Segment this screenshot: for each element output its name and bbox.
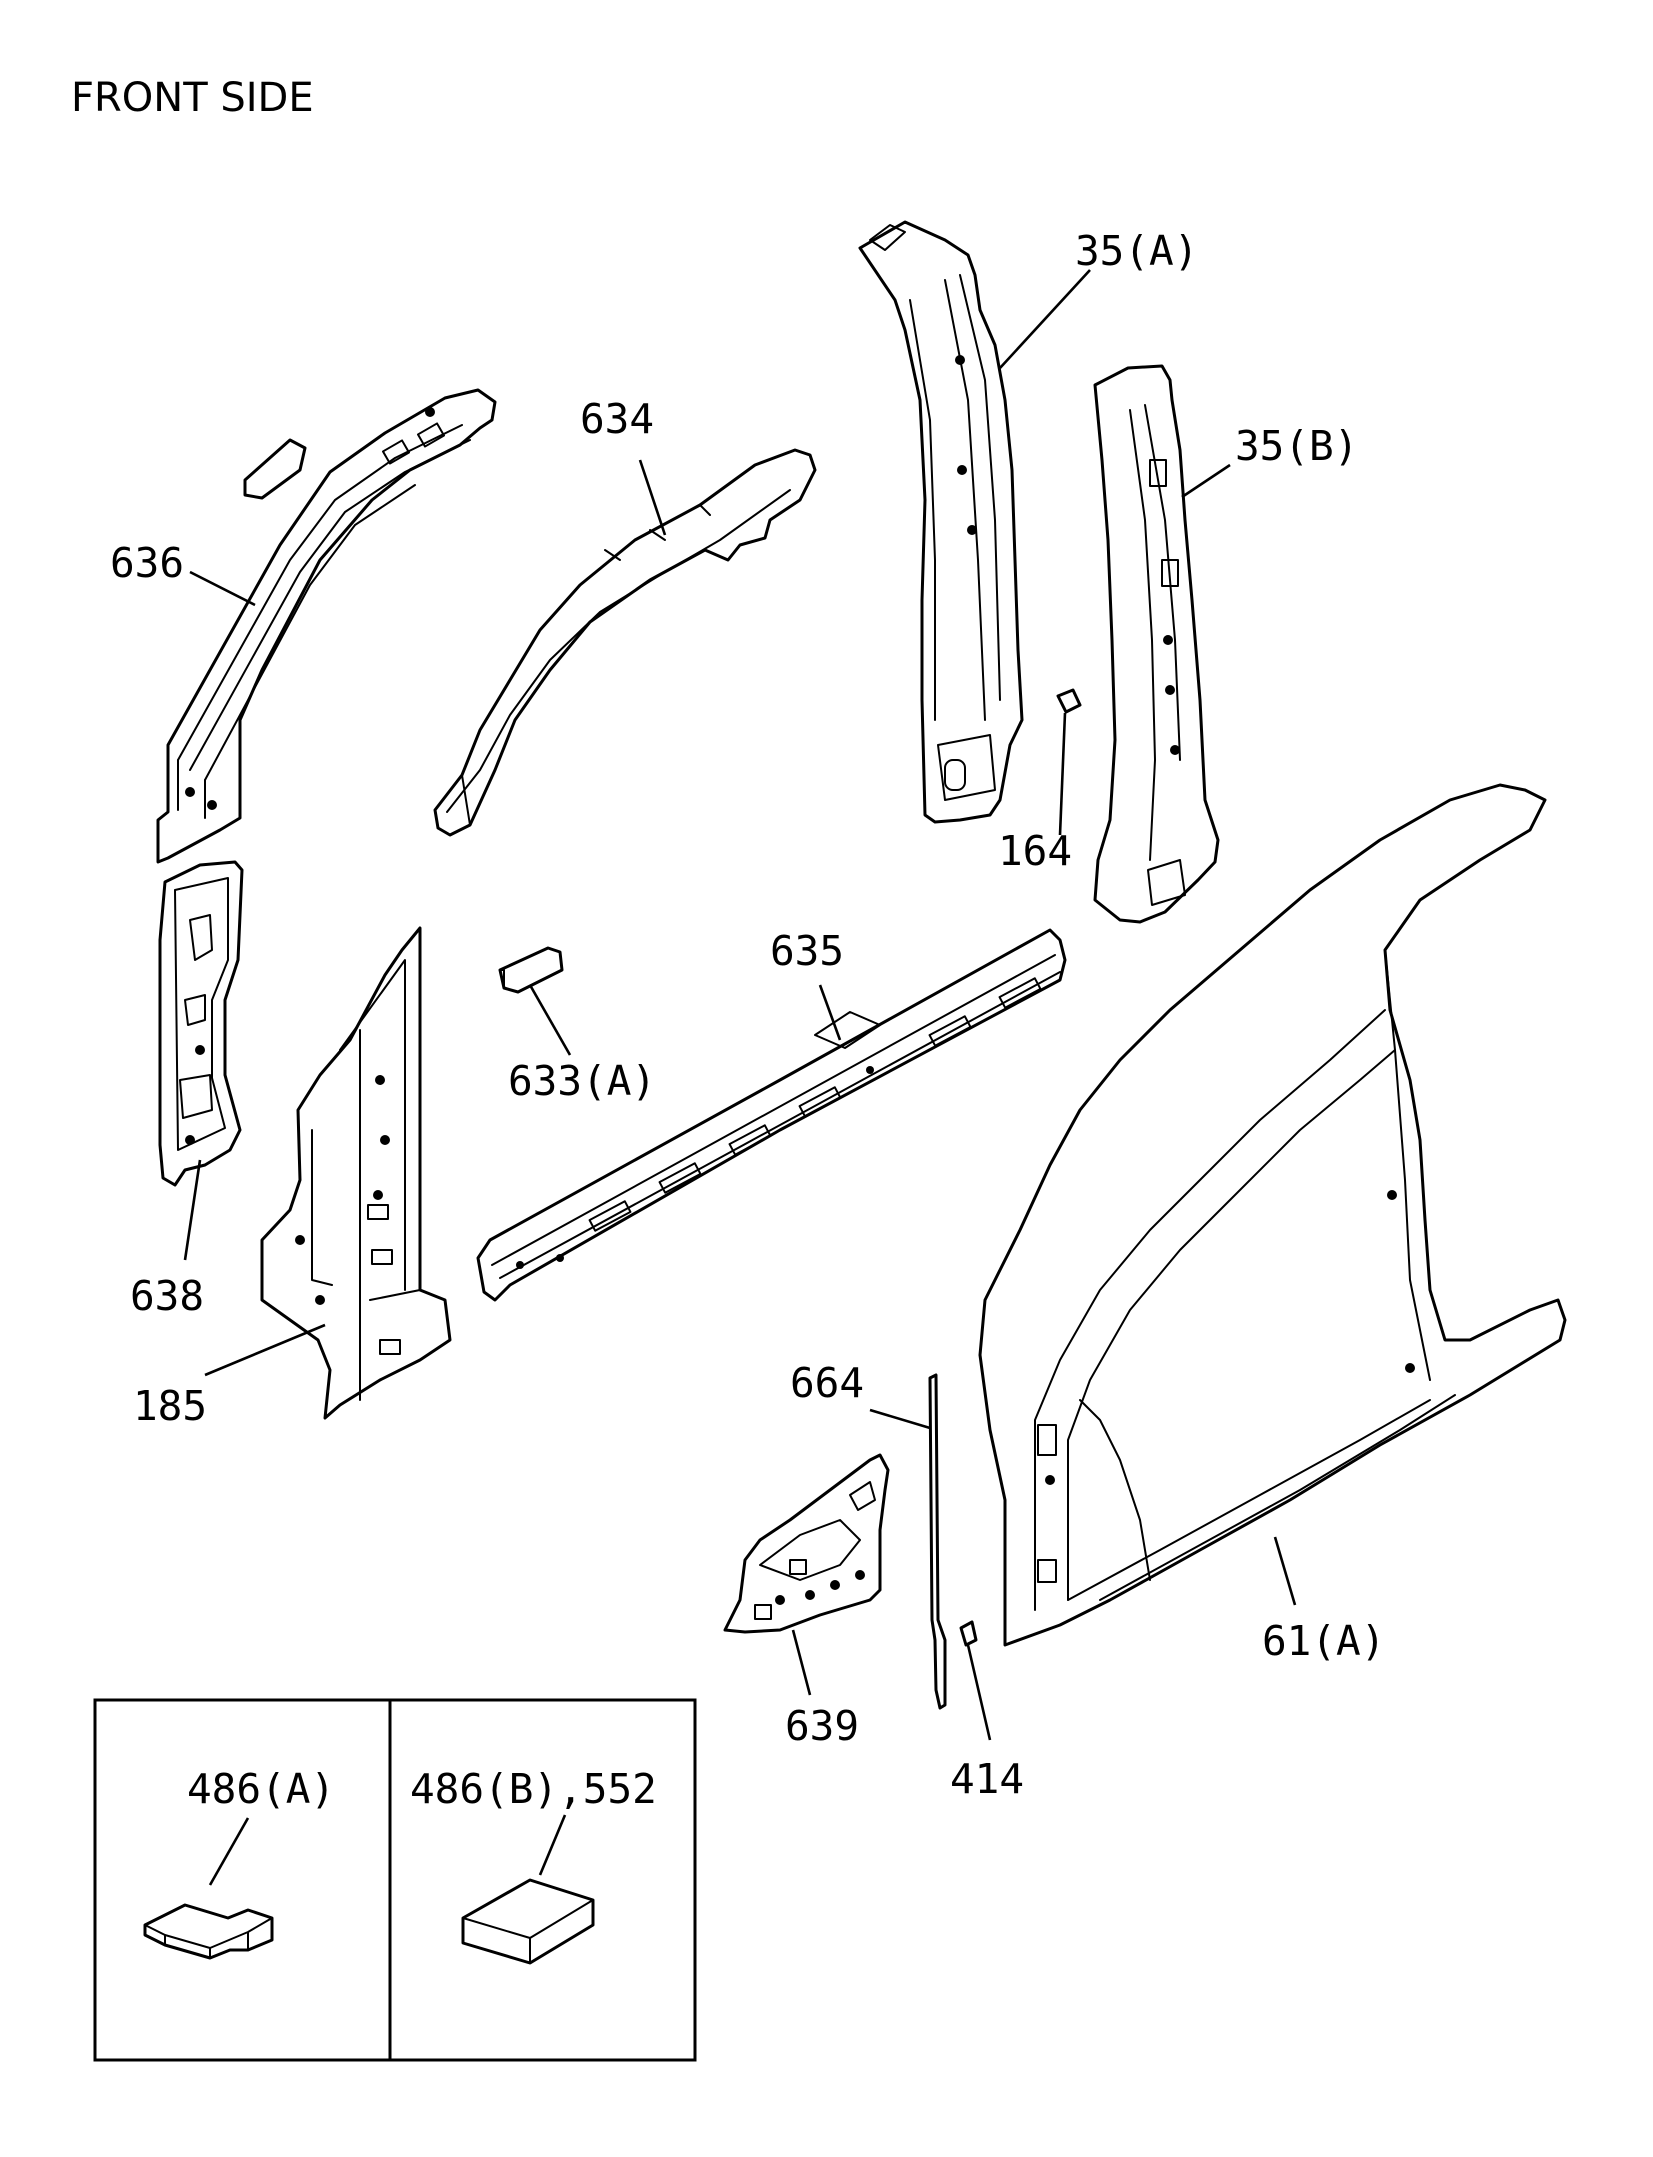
label-638: 638: [130, 1272, 204, 1320]
label-664: 664: [790, 1359, 864, 1407]
label-636: 636: [110, 539, 184, 587]
part-638-pillar-lower: [158, 860, 244, 1187]
part-486b-552-pad: [461, 1878, 595, 1965]
label-634: 634: [580, 395, 654, 443]
part-labels: 636 634 35(A) 35(B) 164 635 633(A) 638 1…: [110, 227, 1385, 1813]
page-title: FRONT SIDE: [71, 75, 314, 121]
label-35b: 35(B): [1235, 422, 1358, 470]
part-185-pillar-outer: [260, 926, 452, 1420]
part-35a-center-pillar-inner: [858, 220, 1024, 824]
part-164-patch: [1056, 688, 1082, 714]
label-164: 164: [998, 827, 1072, 875]
part-664-strip: [928, 1373, 947, 1710]
label-486a: 486(A): [187, 1765, 335, 1813]
label-61a: 61(A): [1262, 1617, 1385, 1665]
part-61a-side-body: [978, 783, 1567, 1647]
label-414: 414: [950, 1755, 1024, 1803]
part-639-bracket: [723, 1453, 890, 1634]
label-185: 185: [133, 1382, 207, 1430]
label-486b-552: 486(B),552: [410, 1765, 657, 1813]
part-633a-plate: [498, 946, 564, 994]
label-635: 635: [770, 927, 844, 975]
part-486a-pad: [143, 1903, 274, 1960]
part-635-rocker: [476, 928, 1067, 1302]
part-35b-center-pillar-outer: [1093, 364, 1220, 924]
part-636-pillar-upper: [156, 388, 497, 864]
label-639: 639: [785, 1702, 859, 1750]
leader-lines: [183, 269, 1297, 1886]
inset-panel: [93, 1698, 697, 2062]
part-414-clip: [959, 1620, 978, 1647]
part-634-roof-rail: [433, 448, 817, 837]
label-633a: 633(A): [508, 1057, 656, 1105]
label-35a: 35(A): [1075, 227, 1198, 275]
